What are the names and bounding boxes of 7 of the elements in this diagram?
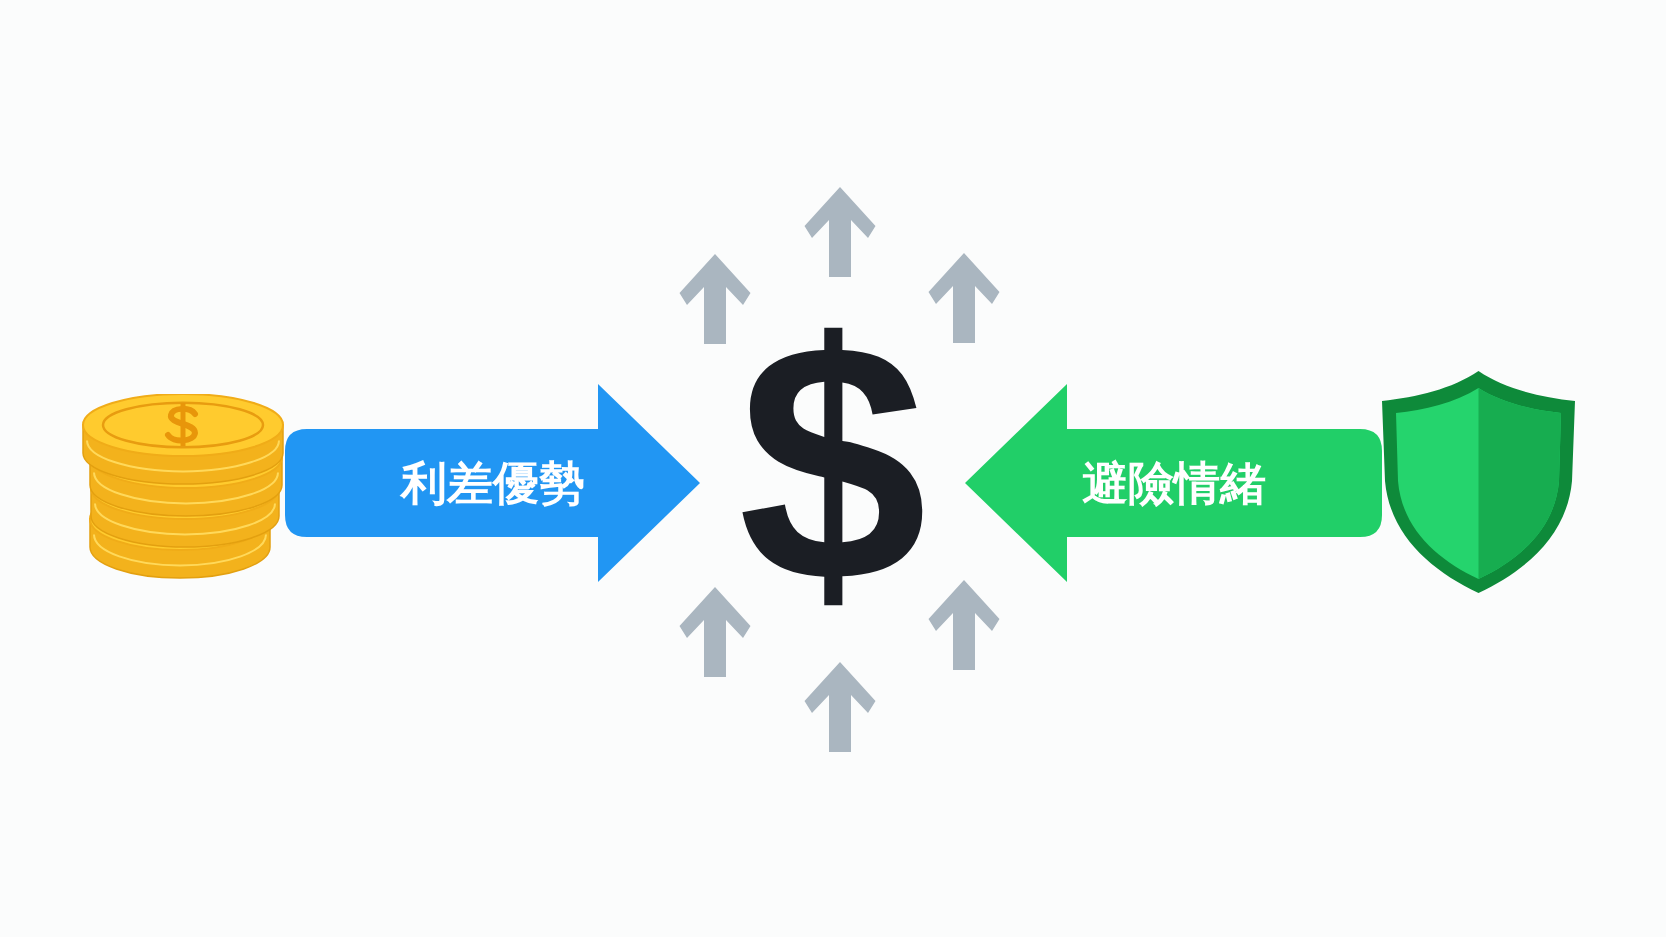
shield (1382, 371, 1575, 593)
coin-stack (81, 394, 285, 582)
edge-label: 避險情緒 (1081, 460, 1266, 506)
edge-label: 利差優勢 (400, 460, 585, 506)
arrow (285, 384, 700, 582)
arrow (965, 384, 1382, 582)
dollar-sign: $ (737, 292, 928, 632)
